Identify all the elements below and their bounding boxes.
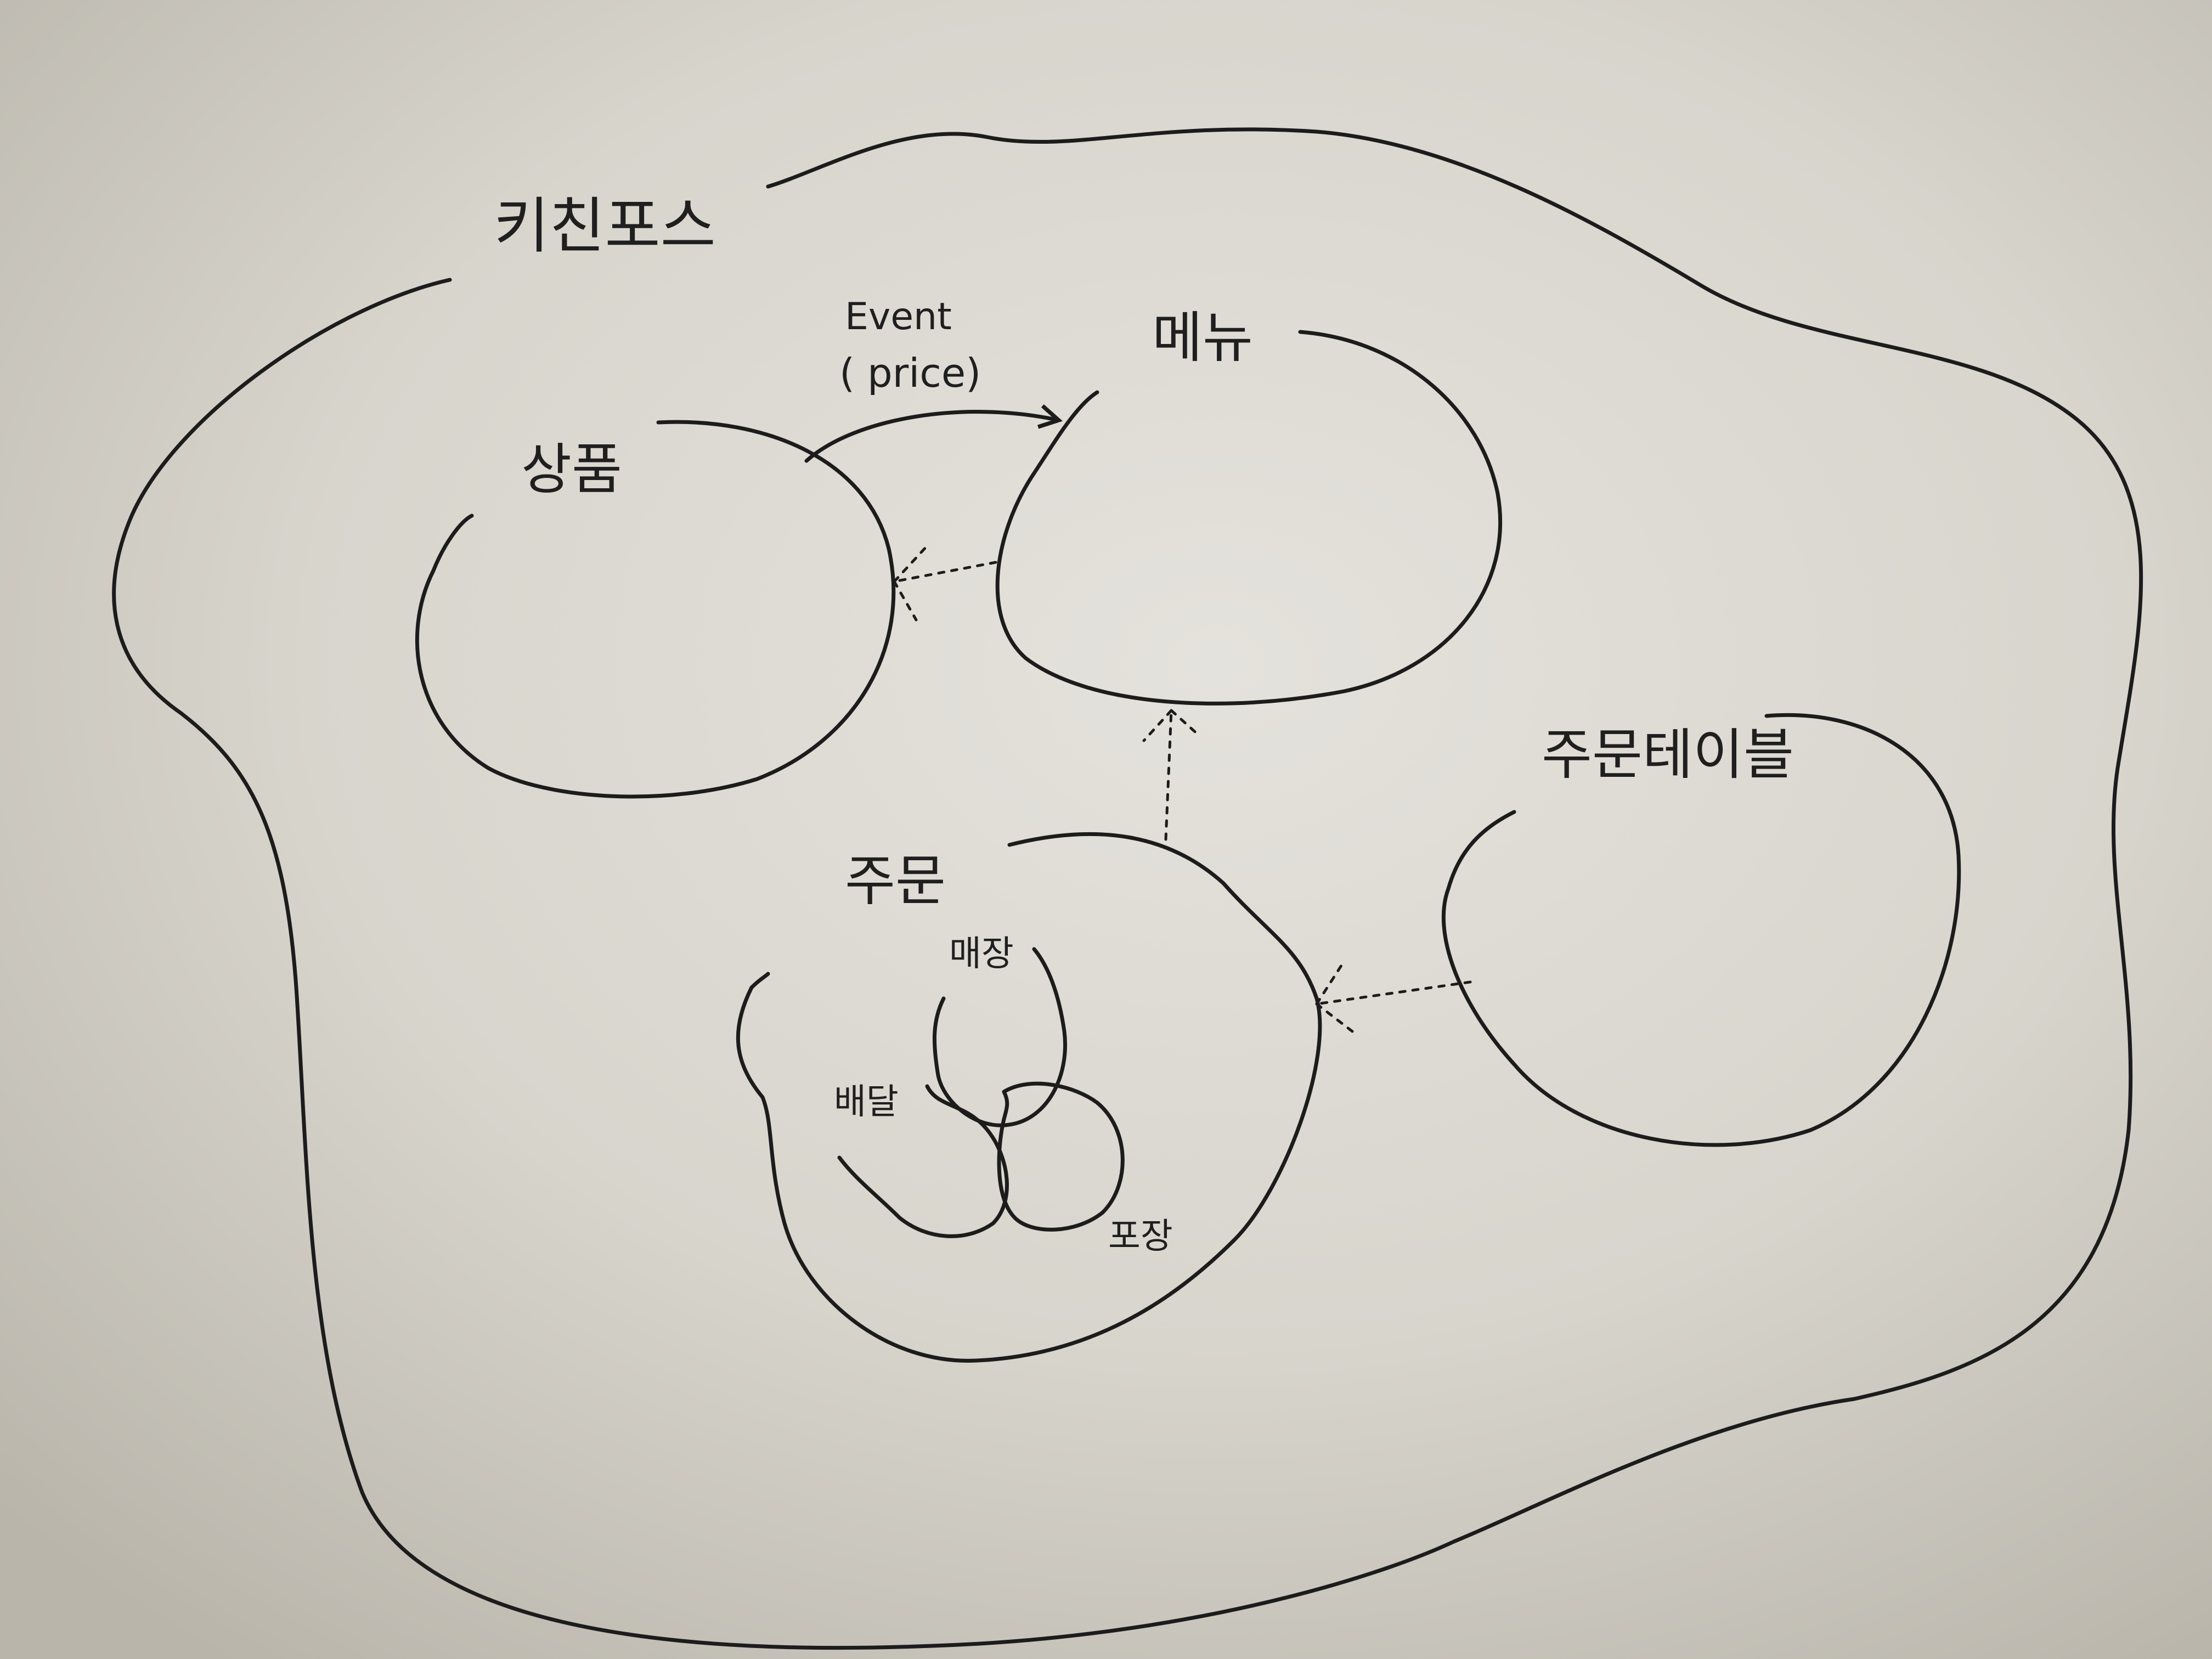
order-context-boundary <box>736 832 1322 1363</box>
event-label: Event <box>845 295 952 338</box>
store-subdomain-label: 매장 <box>949 934 1014 974</box>
order-context-label: 주문 <box>845 849 946 913</box>
order-menu-dependency-head-left <box>1142 709 1173 742</box>
takeout-subdomain-circle <box>997 1081 1125 1232</box>
order-table-order-dependency <box>1315 980 1472 1006</box>
menu-context-boundary <box>995 330 1502 706</box>
store-subdomain-circle <box>932 947 1067 1127</box>
menu-context-label: 메뉴 <box>1152 306 1253 370</box>
delivery-subdomain-label: 배달 <box>834 1082 899 1122</box>
event-payload-label: ( price) <box>839 350 981 396</box>
system-boundary <box>112 127 2143 1650</box>
system-label: 키친포스 <box>494 191 716 261</box>
takeout-subdomain-label: 포장 <box>1108 1216 1173 1257</box>
order-menu-dependency <box>1164 709 1173 841</box>
event-arrow <box>804 404 1063 463</box>
menu-product-dependency-head-top <box>893 544 929 583</box>
delivery-subdomain-circle <box>837 1084 1009 1238</box>
order-table-context-label: 주문테이블 <box>1542 723 1794 787</box>
menu-product-dependency <box>893 561 997 583</box>
order-menu-dependency-head-right <box>1170 709 1200 737</box>
product-context-label: 상품 <box>521 437 622 501</box>
product-context-boundary <box>415 420 896 799</box>
order-table-context-boundary <box>1441 713 1961 1147</box>
